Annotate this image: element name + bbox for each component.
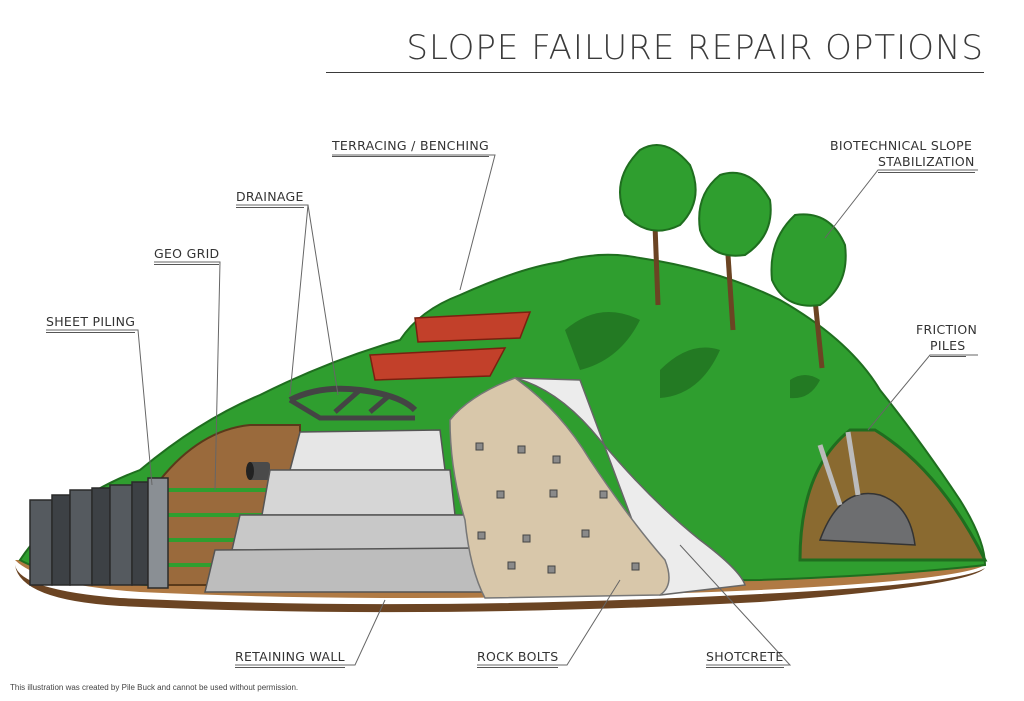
label-rock-bolts: ROCK BOLTS (477, 649, 559, 668)
terrace-upper (414, 311, 532, 343)
shotcrete (514, 377, 747, 596)
label-friction-2: PILES (930, 338, 966, 357)
label-geogrid: GEO GRID (154, 246, 220, 265)
label-biotechnical-2: STABILIZATION (878, 154, 975, 173)
label-drainage: DRAINAGE (236, 189, 304, 208)
leader-lines (46, 154, 978, 666)
friction-pile (817, 444, 843, 506)
label-terracing: TERRACING / BENCHING (332, 138, 490, 157)
rock-face (449, 377, 670, 599)
tree (698, 171, 772, 331)
label-sheet-piling: SHEET PILING (46, 314, 136, 333)
ground-base (15, 565, 985, 613)
tree-shadow (660, 347, 720, 398)
rock-bolts (475, 442, 640, 574)
friction-pile (845, 431, 861, 496)
label-friction-1: FRICTION (916, 322, 978, 337)
sheet-piling (29, 477, 169, 589)
tree-shadow (565, 312, 640, 370)
label-retaining-wall: RETAINING WALL (235, 649, 345, 668)
terrace-lower (369, 347, 507, 381)
drain-pipe (248, 462, 270, 480)
tree (619, 144, 697, 306)
copyright-footnote: This illustration was created by Pile Bu… (10, 683, 299, 692)
page-title: SLOPE FAILURE REPAIR OPTIONS (326, 28, 984, 73)
label-biotechnical-1: BIOTECHNICAL SLOPE (830, 138, 973, 153)
tree-shadow (790, 375, 820, 399)
label-shotcrete: SHOTCRETE (706, 649, 784, 668)
